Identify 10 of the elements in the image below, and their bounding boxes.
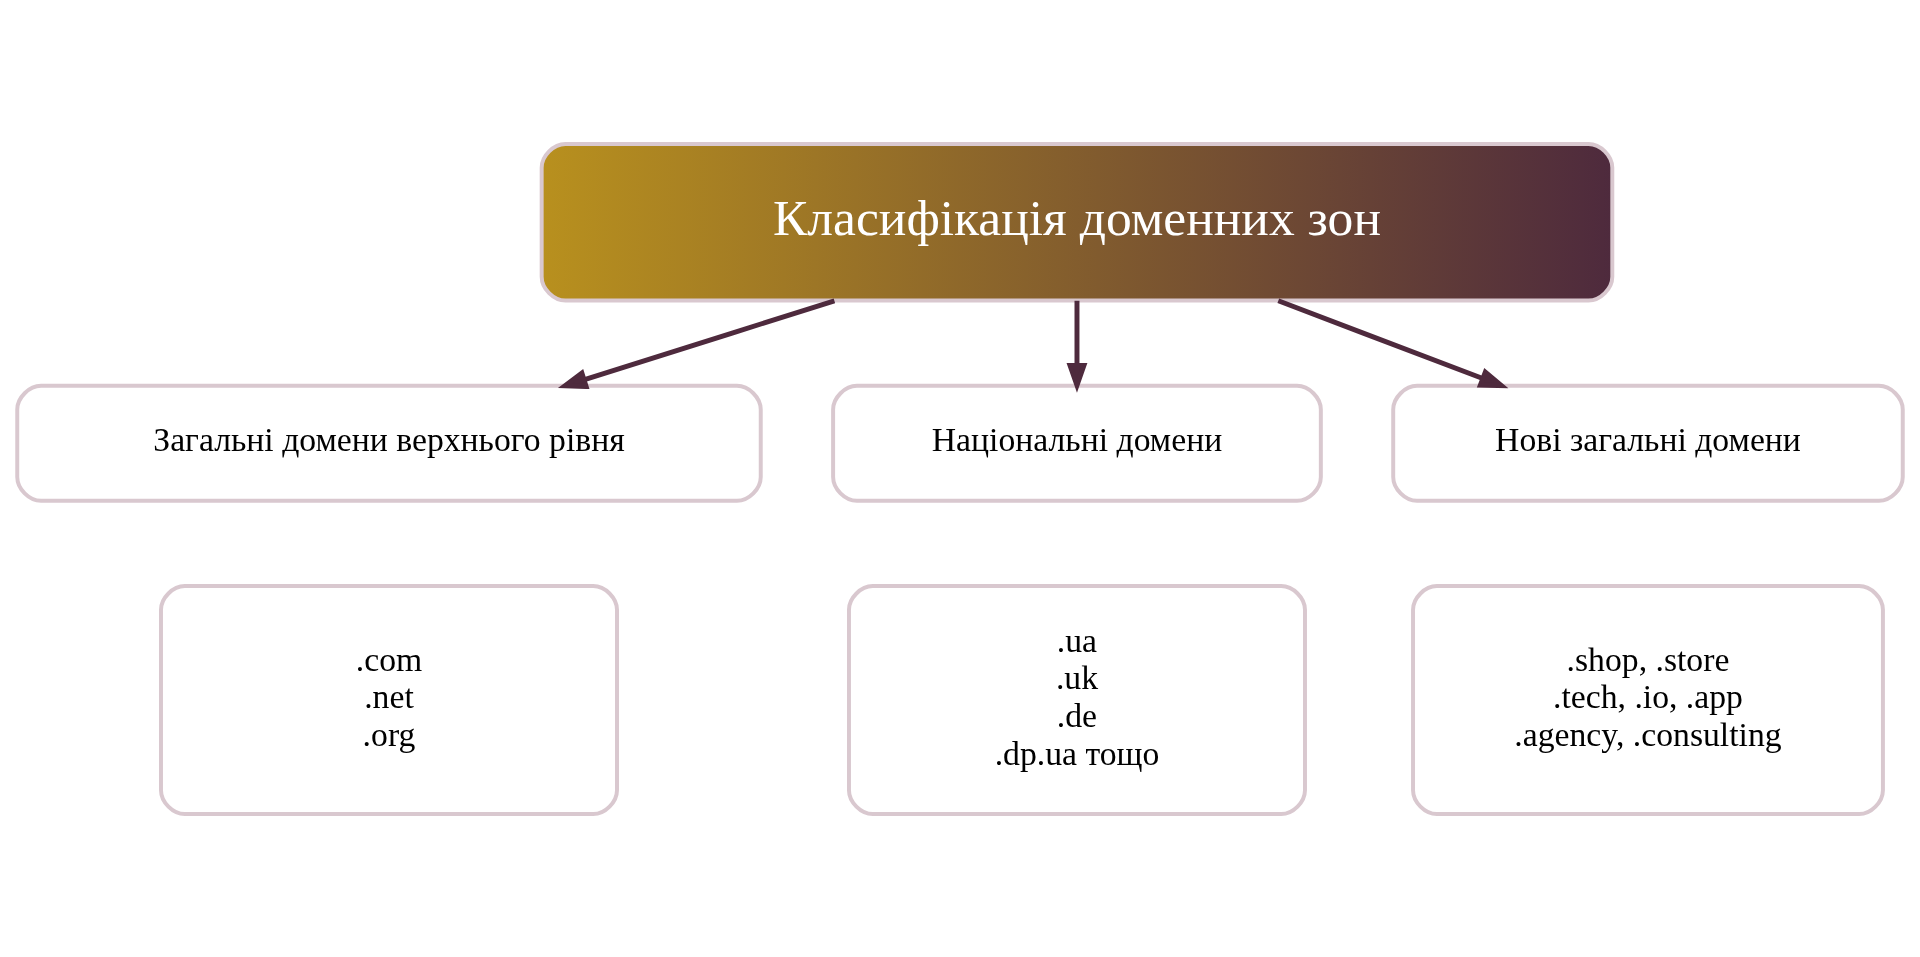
node-box: Національні домени <box>831 383 1323 503</box>
node-box: Нові загальні домени <box>1391 383 1905 503</box>
arrow <box>1277 297 1509 388</box>
node-box: .com .net .org <box>159 583 619 816</box>
node-box: .shop, .store .tech, .io, .app .agency, .consulting <box>1411 583 1885 816</box>
node-box: Загальні домени верхнього рівня <box>15 383 763 503</box>
arrow <box>1066 300 1088 393</box>
node-box: Класифікація доменних зон <box>539 141 1615 303</box>
arrow <box>557 297 836 389</box>
node-box: .ua .uk .de .dp.ua тощо <box>847 583 1307 816</box>
